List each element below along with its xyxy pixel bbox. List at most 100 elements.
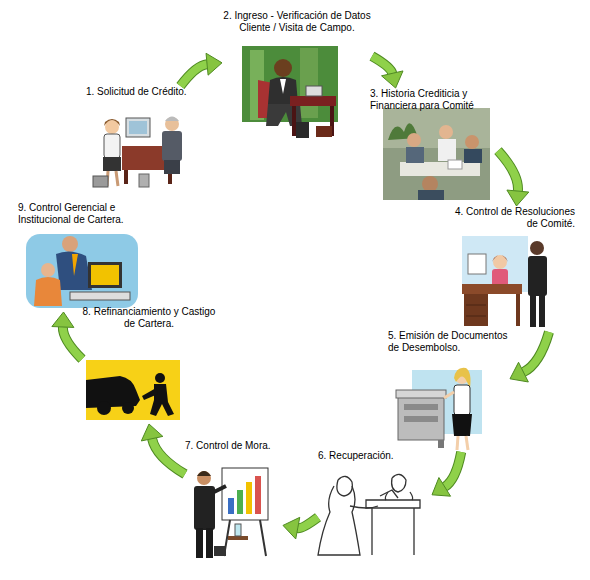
woman-hair (492, 255, 508, 262)
arrow-shaft (498, 151, 518, 191)
process-step: 7. Control de Mora. (185, 440, 283, 562)
step-label: 4. Control de Resoluciones de Comité. (445, 206, 575, 230)
arrow-head (507, 190, 529, 206)
blue-backdrop (26, 234, 138, 308)
papers (306, 86, 322, 96)
briefcase (214, 546, 226, 556)
woman-leg (116, 171, 118, 186)
sketch-counter-legs (372, 508, 414, 555)
man-arm (214, 486, 226, 492)
woman-arm (444, 392, 454, 398)
drawer-line (466, 305, 486, 306)
man-leg (530, 295, 536, 327)
step-label: 9. Control Gerencial e Institucional de … (18, 202, 148, 226)
car-silhouette (86, 376, 140, 408)
sketch-man-shoulders (385, 492, 412, 500)
woman-body (34, 277, 62, 306)
monitor (126, 118, 150, 137)
arrow-heads (432, 478, 451, 497)
arrow-shaft-outline (298, 517, 318, 528)
process-step: 9. Control Gerencial e Institucional de … (18, 202, 148, 312)
person-body (418, 190, 444, 200)
clipart-recuperacion (318, 474, 420, 555)
waste-bin (296, 122, 309, 138)
process-step: 8. Refinanciamiento y Castigo de Cartera… (82, 306, 216, 424)
wall (383, 108, 490, 148)
man-shirt (280, 79, 286, 94)
document (448, 160, 462, 169)
process-step: 4. Control de Resoluciones de Comité. (445, 206, 575, 332)
arrow-shaft-outline (372, 56, 392, 73)
flow-arrow (510, 332, 549, 382)
person-body (438, 139, 456, 161)
arrow-shaft-outline (180, 64, 207, 86)
arrow-shaft (372, 56, 392, 73)
man-head (155, 373, 165, 383)
woman-leg (466, 436, 468, 450)
desk-leg (124, 170, 128, 184)
blue-backdrop (462, 236, 528, 292)
arrow-heads (507, 190, 529, 206)
man-head (62, 236, 78, 252)
desk-top (462, 284, 522, 294)
clipart-gerencial (26, 234, 138, 308)
arrow-head (510, 362, 528, 382)
woman-blouse (454, 385, 470, 415)
clipart-resoluciones (462, 236, 547, 327)
man-leg (206, 528, 213, 558)
person-body (464, 149, 482, 163)
arrow-shaft-outline (445, 452, 461, 487)
chart-bar (246, 482, 252, 514)
man-tie (72, 254, 78, 276)
arrow-shaft-outline (498, 151, 518, 191)
sketch-counter (366, 500, 420, 508)
monitor-screen (91, 265, 119, 285)
briefcase (316, 126, 332, 137)
arrow-heads (382, 71, 403, 88)
sketch-hand (380, 490, 398, 498)
clipart-mora (194, 468, 268, 558)
woman-body (104, 134, 120, 158)
man-body (162, 131, 182, 161)
backdrop-stripe (300, 48, 318, 118)
monitor-screen (129, 121, 147, 134)
step-label: 6. Recuperación. (318, 450, 432, 462)
person-head (439, 125, 453, 139)
car-wheel (97, 401, 111, 415)
flow-arrow (283, 517, 318, 539)
arrow-head (52, 312, 74, 327)
man-silhouette (150, 384, 174, 416)
clipart-emision (396, 368, 482, 450)
arrow-shaft (63, 327, 82, 359)
woman-hair (104, 119, 120, 126)
person-body (406, 147, 424, 163)
woman-leg (457, 436, 458, 450)
copier-foot (438, 440, 444, 448)
sketch-man-head (392, 474, 406, 492)
desk-top (290, 96, 336, 106)
arrow-head (432, 478, 451, 497)
monitor (88, 262, 122, 288)
desk-leg (292, 106, 296, 136)
chart-bar (237, 490, 243, 514)
arrow-heads (141, 424, 163, 441)
arrow-head (283, 517, 300, 539)
arrow-head (382, 71, 403, 88)
side-table (228, 536, 248, 540)
man-arm (142, 388, 158, 400)
woman-skirt (452, 414, 472, 436)
person-head (422, 176, 438, 192)
flow-arrow (432, 452, 461, 496)
sketch-woman-dress (318, 486, 360, 555)
chart-bar (255, 476, 261, 514)
man-suit (528, 256, 547, 296)
arrow-shaft (152, 439, 185, 474)
step-label: 5. Emisión de Documentos de Desembolso. (388, 330, 510, 354)
arrow-shaft-outline (152, 439, 185, 474)
woman-head (41, 263, 55, 277)
drawer-line (466, 316, 486, 317)
arrow-shaft (445, 452, 461, 487)
man-leg (539, 295, 545, 327)
process-step: 5. Emisión de Documentos de Desembolso. (388, 330, 510, 452)
arrow-heads (206, 53, 222, 75)
